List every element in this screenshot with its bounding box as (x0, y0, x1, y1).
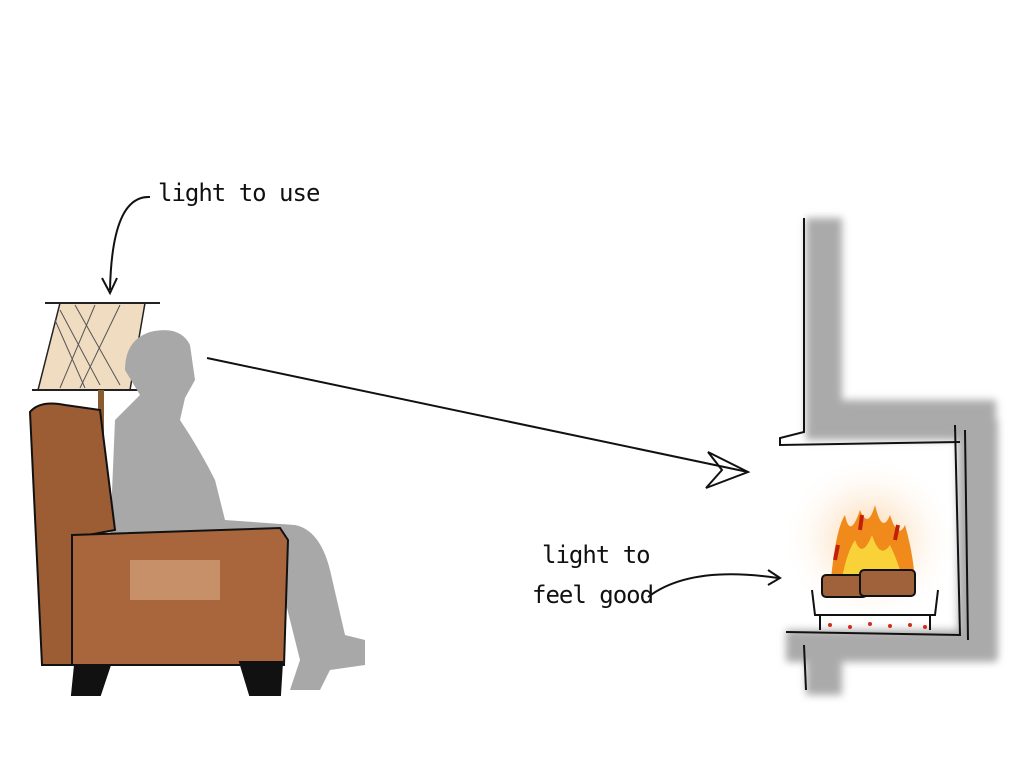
task-light-arrow (101, 195, 151, 296)
task-light-label: light to use (158, 179, 320, 207)
sightline-arrow (206, 357, 751, 489)
person-silhouette (110, 330, 365, 690)
fireplace-outline (779, 218, 969, 691)
fire-light-label-line1: light to (542, 541, 651, 569)
fire-light-arrow (647, 569, 782, 598)
embers (828, 622, 927, 629)
armchair (28, 402, 290, 696)
log-grate (811, 569, 939, 630)
fire-light-label-line2: feel good (532, 581, 654, 609)
